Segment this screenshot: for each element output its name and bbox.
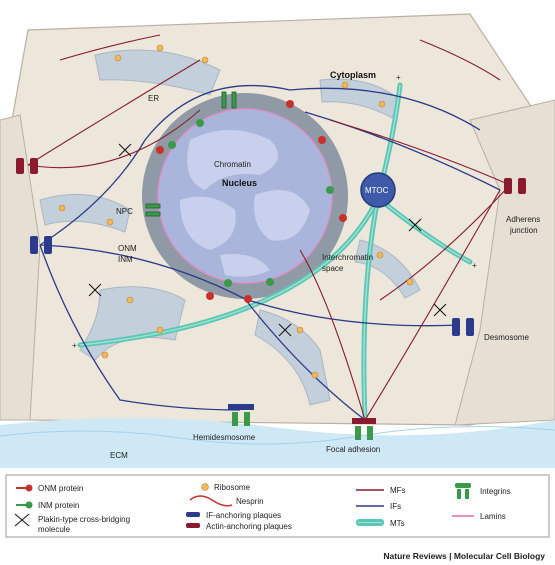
label-ecm: ECM — [110, 451, 128, 460]
left-neighbor-cell — [0, 114, 41, 421]
label-nucleus: Nucleus — [222, 178, 257, 188]
label-onm: ONM — [118, 244, 137, 253]
figure-credit: Nature Reviews | Molecular Cell Biology — [383, 551, 545, 561]
onm-proteins — [156, 100, 347, 303]
legend-plakin-molecule: molecule — [38, 525, 71, 534]
legend-actin-plaques-symbol — [186, 523, 200, 528]
label-adherens-junction: junction — [509, 226, 538, 235]
actin-microfilaments — [27, 34, 511, 421]
legend-onm-protein: ONM protein — [38, 484, 83, 493]
legend-mfs: MFs — [390, 486, 406, 495]
label-er: ER — [148, 94, 159, 103]
label-plus-mt-1: + — [396, 73, 401, 82]
legend-plakin: Plakin-type cross-bridging — [38, 515, 130, 524]
desmosome-plaques — [30, 236, 474, 336]
adherens-junction-plaques — [16, 158, 526, 194]
legend-nesprin-symbol — [189, 495, 233, 507]
legend-ribosome-symbol — [201, 483, 209, 491]
label-mtoc: MTOC — [365, 186, 389, 195]
legend-integrins: Integrins — [480, 487, 511, 496]
label-plus-mt-3: + — [72, 341, 77, 350]
legend-nesprin: Nesprin — [236, 497, 264, 506]
label-plus-mt-2: + — [472, 261, 477, 270]
legend-mts-symbol — [356, 519, 384, 526]
label-adherens: Adherens — [506, 215, 540, 224]
mtoc — [360, 172, 396, 208]
nucleus — [142, 93, 348, 299]
label-inm: INM — [118, 255, 133, 264]
label-desmosome: Desmosome — [484, 333, 529, 342]
nuclear-pore-complexes — [145, 91, 237, 217]
label-npc: NPC — [116, 207, 133, 216]
ecm-wave — [0, 426, 555, 445]
legend-plakin-symbol — [14, 513, 30, 527]
legend-ribosome: Ribosome — [214, 483, 251, 492]
credit-journal: Nature Reviews — [383, 551, 447, 561]
legend-mts: MTs — [390, 519, 405, 528]
legend-actin-plaques: Actin-anchoring plaques — [206, 522, 292, 531]
label-cytoplasm: Cytoplasm — [330, 70, 376, 80]
label-interchromatin-space: space — [322, 264, 344, 273]
legend-inm-protein: INM protein — [38, 501, 79, 510]
inm-proteins — [168, 119, 334, 287]
legend-inm-protein-symbol — [16, 501, 33, 509]
chromatin — [180, 130, 310, 277]
legend-ifs: IFs — [390, 502, 401, 511]
lamina — [157, 108, 333, 284]
label-interchromatin: Interchromatin — [322, 253, 373, 262]
credit-separator: | — [446, 551, 454, 561]
legend-if-plaques-symbol — [186, 512, 200, 517]
ribosomes — [58, 44, 414, 379]
hemidesmosome — [228, 404, 254, 426]
ecm-region — [0, 418, 555, 468]
plakin-cross-bridges — [88, 143, 447, 337]
legend-integrins-symbol — [455, 483, 471, 499]
label-chromatin: Chromatin — [214, 160, 251, 169]
label-hemidesmosome: Hemidesmosome — [193, 433, 256, 442]
label-focal-adhesion: Focal adhesion — [326, 445, 380, 454]
legend-if-plaques: IF-anchoring plaques — [206, 511, 281, 520]
legend-onm-protein-symbol — [16, 484, 33, 492]
legend-lamins: Lamins — [480, 512, 506, 521]
focal-adhesion — [352, 418, 376, 440]
credit-section: Molecular Cell Biology — [453, 551, 545, 561]
